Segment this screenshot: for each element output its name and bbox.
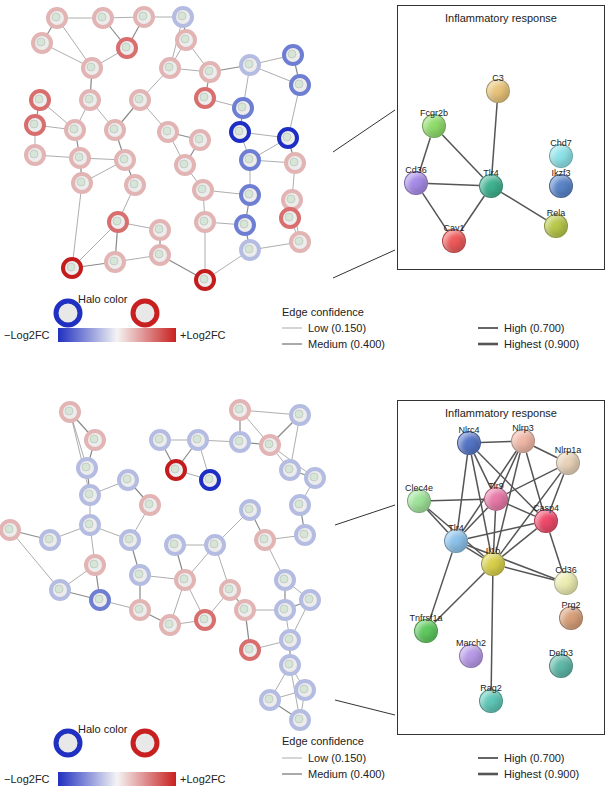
legend-text: Highest (0.900) (504, 338, 579, 350)
legend-text: Low (0.150) (308, 322, 366, 334)
legend-swatch (478, 339, 498, 349)
protein-node: Fcgr2b (422, 114, 446, 138)
legend-entry: High (0.700) (478, 322, 565, 334)
protein-node: Tlr9 (484, 487, 508, 511)
legend-entry: Medium (0.400) (282, 338, 385, 350)
protein-node: Tlr4 (444, 529, 468, 553)
gene-label: Tlr4 (483, 168, 499, 178)
gene-label: Rela (547, 208, 566, 218)
legend-label: −Log2FC (4, 329, 50, 341)
gene-label: Nlrc4 (458, 425, 479, 435)
group-box: Inflammatory responseC3Fcgr2bChd7Ikzf3Cd… (397, 5, 605, 270)
gene-label: Chd7 (550, 138, 572, 148)
protein-node: Defb3 (549, 654, 573, 678)
legend-swatch (478, 769, 498, 779)
legend-label: +Log2FC (180, 329, 226, 341)
protein-node: Nlrp3 (511, 429, 535, 453)
protein-node: Il1b (481, 552, 505, 576)
legend-text: Low (0.150) (308, 752, 366, 764)
legend-text: High (0.700) (504, 752, 565, 764)
protein-node: Rela (544, 214, 568, 238)
legend-label: Halo color (78, 723, 128, 735)
legend-swatch (282, 323, 302, 333)
gene-label: Rag2 (480, 683, 502, 693)
protein-node: Prg2 (559, 606, 583, 630)
legend-text: Highest (0.900) (504, 768, 579, 780)
gene-label: Clec4e (405, 483, 433, 493)
gene-label: Prg2 (561, 600, 580, 610)
legend-label: Halo color (78, 293, 128, 305)
legend-label: −Log2FC (4, 773, 50, 785)
gene-label: Il1b (486, 546, 501, 556)
protein-node: Cd36 (404, 171, 428, 195)
legend-entry: Highest (0.900) (478, 338, 579, 350)
protein-node: C3 (486, 79, 510, 103)
gene-label: Tlr9 (488, 481, 504, 491)
legend-entry: Low (0.150) (282, 752, 366, 764)
protein-node: Clec4e (407, 489, 431, 513)
gene-label: Cd36 (405, 165, 427, 175)
legend-text: Medium (0.400) (308, 338, 385, 350)
legend-text: High (0.700) (504, 322, 565, 334)
legend-entry: High (0.700) (478, 752, 565, 764)
legend-swatch (478, 753, 498, 763)
gene-label: C3 (492, 73, 504, 83)
protein-node: March2 (459, 644, 483, 668)
group-title: Inflammatory response (398, 12, 604, 24)
legend-swatch (282, 753, 302, 763)
legend-swatch (282, 339, 302, 349)
protein-node: Chd7 (549, 144, 573, 168)
gene-label: Ikzf3 (551, 168, 570, 178)
gene-label: Nlrp3 (512, 423, 534, 433)
protein-node: Tnfrsf1a (414, 619, 438, 643)
gene-label: Cd36 (555, 565, 577, 575)
group-box: Inflammatory responseNlrc4 Nlrp3Nlrp1aTlr… (397, 400, 605, 735)
protein-node: Casp4 (534, 509, 558, 533)
legend-label: +Log2FC (180, 773, 226, 785)
gene-label: Nlrp1a (555, 445, 582, 455)
group-title: Inflammatory response (398, 407, 604, 419)
legend-label: Edge confidence (282, 306, 364, 318)
protein-node: Nlrc4 (457, 431, 481, 455)
legend-swatch (478, 323, 498, 333)
protein-node: Tlr4 (479, 174, 503, 198)
gene-label: Cav1 (443, 223, 464, 233)
gene-label: Tnfrsf1a (409, 613, 442, 623)
protein-node: Rag2 (479, 689, 503, 713)
gene-label: Defb3 (549, 648, 573, 658)
legend-label: Edge confidence (282, 735, 364, 747)
legend-text: Medium (0.400) (308, 768, 385, 780)
legend-entry: Low (0.150) (282, 322, 366, 334)
protein-node: Nlrp1a (556, 451, 580, 475)
protein-node: Cav1 (442, 229, 466, 253)
legend-swatch (282, 769, 302, 779)
legend-entry: Highest (0.900) (478, 768, 579, 780)
protein-node: Ikzf3 (549, 174, 573, 198)
gene-label: Tlr4 (448, 523, 464, 533)
legend-entry: Medium (0.400) (282, 768, 385, 780)
gene-label: March2 (456, 638, 486, 648)
gene-label: Casp4 (533, 503, 559, 513)
protein-node: Cd36 (554, 571, 578, 595)
gene-label: Fcgr2b (420, 108, 448, 118)
